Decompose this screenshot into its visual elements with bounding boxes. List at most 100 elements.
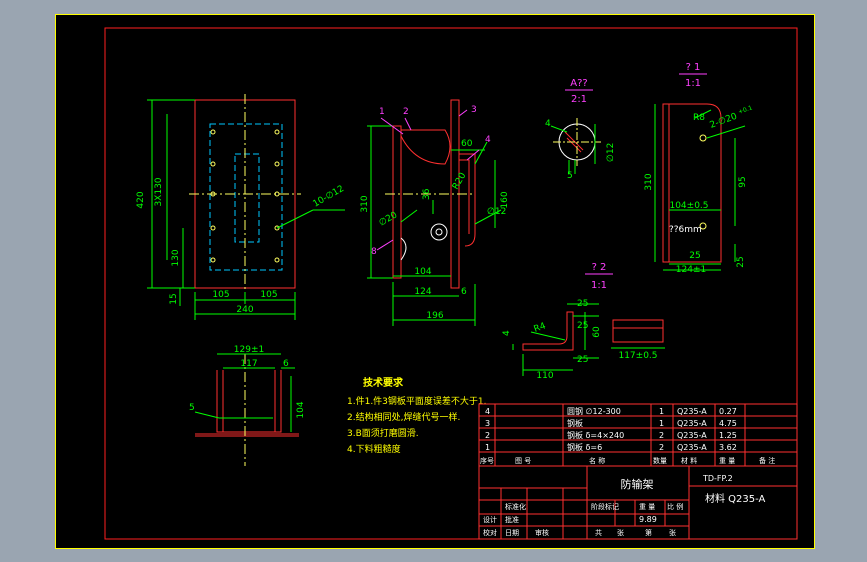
detail-a-scale: 2:1 <box>571 94 587 105</box>
bom-row-1-no: 4 <box>485 407 490 416</box>
bom-header-no: 序号 <box>480 456 494 465</box>
bom-row-2-qty: 1 <box>659 419 664 428</box>
cad-drawing: 420 3X130 130 15 105 105 240 10-∅12 <box>55 14 815 549</box>
detail-2-dim-110: 110 <box>536 371 553 381</box>
detail-a-dim-4: 4 <box>545 119 551 129</box>
title-label-stage: 阶段标记 <box>591 502 619 511</box>
top-view: 129±1 117 6 104 5 <box>189 345 306 466</box>
outer-frame <box>55 14 815 549</box>
detail-2-dim-4: 4 <box>502 330 512 336</box>
side-plate-right <box>450 99 460 289</box>
detail-1-dim-124: 124±1 <box>676 265 706 275</box>
front-dim-3x130: 3X130 <box>154 177 164 206</box>
note-line-4: 4.下料粗糙度 <box>347 443 401 455</box>
front-hidden-outer <box>209 123 283 271</box>
bom-row-3-mat: Q235-A <box>677 431 707 440</box>
title-label-review: 审核 <box>535 528 549 537</box>
detail-1-dim-104: 104±0.5 <box>669 201 708 211</box>
detail-2-label: ? 2 <box>592 262 607 273</box>
side-plate-left <box>392 125 402 279</box>
detail-1-dim-25b: 25 <box>736 256 746 267</box>
title-material: 材料 Q235-A <box>705 492 766 505</box>
bom-row-3-no: 2 <box>485 431 490 440</box>
detail-2: ? 2 1:1 25 25 60 R4 4 25 110 117±0.5 <box>502 262 665 381</box>
bom-row-4-qty: 2 <box>659 443 664 452</box>
title-label-date: 日期 <box>505 529 519 537</box>
bom-row-3-name: 钢板 δ=4×240 <box>567 430 624 440</box>
top-dim-117: 117 <box>240 359 257 369</box>
bom-row-2-mat: Q235-A <box>677 419 707 428</box>
bom-row-1-mat: Q235-A <box>677 407 707 416</box>
bom-header-drawing: 图 号 <box>515 457 531 465</box>
side-dim-310: 310 <box>360 195 370 212</box>
title-label-design: 设计 <box>483 515 497 524</box>
title-label-check: 校对 <box>483 528 497 537</box>
side-dim-124: 124 <box>414 287 431 297</box>
detail-2-scale: 1:1 <box>591 280 607 291</box>
notes-title: 技术要求 <box>363 376 404 389</box>
top-dim-129: 129±1 <box>234 345 264 355</box>
balloon-1: 1 <box>379 107 385 117</box>
note-line-2: 2.结构相同处,焊缝代号一样. <box>347 411 460 423</box>
detail-1-dim-25a: 25 <box>689 251 700 261</box>
detail-2-dim-25c: 25 <box>577 355 588 365</box>
title-label-page: 第 <box>645 528 652 537</box>
detail-a-title: A?? <box>570 78 587 89</box>
front-view: 420 3X130 130 15 105 105 240 10-∅12 <box>136 94 346 320</box>
drawing-border <box>104 27 798 540</box>
detail-a-dim-5: 5 <box>567 171 573 181</box>
bom-header-mat: 材 料 <box>681 456 697 465</box>
top-view-outline <box>216 370 282 433</box>
cad-drawing-viewport[interactable]: 420 3X130 130 15 105 105 240 10-∅12 <box>55 14 815 549</box>
title-label-scale: 比 例 <box>667 502 683 511</box>
detail-1-scale: 1:1 <box>685 78 701 89</box>
balloon-4: 4 <box>485 135 491 145</box>
front-dim-105-right: 105 <box>260 290 277 300</box>
title-label-mass: 重 量 <box>639 503 655 511</box>
detail-1-dim-95: 95 <box>738 176 748 187</box>
side-dim-160: 160 <box>500 191 510 208</box>
front-dim-240: 240 <box>236 305 253 315</box>
front-hole-callout: 10-∅12 <box>312 184 346 210</box>
balloon-3: 3 <box>471 105 477 115</box>
top-dim-6: 6 <box>283 359 289 369</box>
front-dim-15: 15 <box>169 293 179 304</box>
side-dim-60: 60 <box>461 139 473 149</box>
bom-row-1-wt: 0.27 <box>719 407 737 416</box>
side-view: 1 2 3 4 8 310 60 36 R20 160 ∅12 ∅20 104 … <box>360 99 510 326</box>
side-dim-6: 6 <box>461 287 467 297</box>
top-dim-5: 5 <box>189 403 195 413</box>
title-label-page-unit: 张 <box>669 528 676 537</box>
front-dim-105-left: 105 <box>212 290 229 300</box>
side-dim-196: 196 <box>426 311 443 321</box>
detail-1-outline <box>662 103 722 263</box>
front-hidden-inner <box>234 153 260 243</box>
title-label-standard: 标准化 <box>505 502 526 511</box>
note-line-3: 3.B面须打磨圆滑. <box>347 427 419 439</box>
title-part-name: 防输架 <box>621 477 654 491</box>
bom-header-name: 名 称 <box>589 456 605 465</box>
detail-2-dim-117: 117±0.5 <box>618 351 657 361</box>
detail-1-label: ? 1 <box>686 62 701 73</box>
detail-1-tol: +0.1 <box>737 104 753 116</box>
bom-row-2-no: 3 <box>485 419 490 428</box>
bom-table: 4 圆钢 ∅12-300 1 Q235-A 0.27 3 钢板 1 Q235-A… <box>478 403 798 467</box>
detail-2-dim-25a: 25 <box>577 299 588 309</box>
side-dim-phi20: ∅20 <box>378 210 400 228</box>
side-rod <box>459 153 476 247</box>
bom-row-3-wt: 1.25 <box>719 431 737 440</box>
side-pin-hole <box>430 223 448 241</box>
title-label-sheet: 张 <box>617 528 624 537</box>
bom-row-3-qty: 2 <box>659 431 664 440</box>
title-label-sheet-total: 共 <box>595 528 602 537</box>
technical-notes: 技术要求 1.件1.件3钢板平面度误差不大于1. 2.结构相同处,焊缝代号一样.… <box>347 376 487 455</box>
detail-2-angle <box>522 311 574 351</box>
bom-row-1-qty: 1 <box>659 407 664 416</box>
bom-row-4-name: 钢板 δ=6 <box>567 442 602 452</box>
balloon-8: 8 <box>371 247 377 257</box>
bom-header-wt: 重 量 <box>719 457 735 465</box>
detail-a-dim-phi12: ∅12 <box>606 143 616 162</box>
detail-2-dim-60: 60 <box>592 326 602 338</box>
detail-2-dim-r4: R4 <box>533 321 548 335</box>
detail-1-dim-310: 310 <box>644 173 654 190</box>
